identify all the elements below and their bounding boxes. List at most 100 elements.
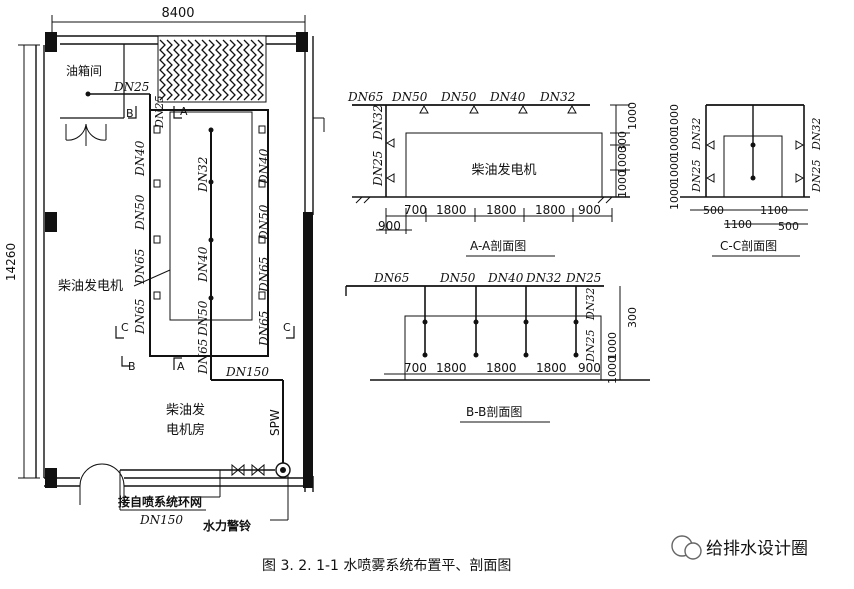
bb-bottom-dim: 700: [404, 361, 427, 375]
cc-left-dim: 1000: [668, 104, 681, 132]
bb-top-label: DN40: [487, 271, 524, 285]
cc-right-label: DN25: [810, 160, 823, 193]
label-dn50-right: DN50: [257, 204, 271, 241]
bb-vert-label: DN25: [584, 330, 597, 363]
watermark: 给排水设计圈: [671, 535, 808, 560]
column: [303, 212, 313, 232]
bb-generator-box: [404, 315, 602, 381]
cc-bottom-dim: 500: [703, 204, 724, 217]
column: [303, 468, 313, 488]
dn150-bottom-label: DN150: [139, 513, 183, 527]
side-nozzles: [153, 125, 266, 300]
bb-bottom-dim: 1800: [436, 361, 467, 375]
figure-caption: 图 3. 2. 1-1 水喷雾系统布置平、剖面图: [262, 558, 511, 574]
wall-right-thick: [303, 215, 313, 476]
label-dn25-vert: DN25: [153, 96, 166, 129]
cc-right-label: DN32: [810, 118, 823, 151]
bb-right-dim: 1000: [606, 332, 619, 360]
cc-side-nozzles: [705, 140, 805, 183]
label-dn32-mid: DN32: [196, 157, 210, 193]
bb-bottom-dim: 1800: [536, 361, 567, 375]
aa-generator-label: 柴油发电机: [471, 162, 536, 178]
aa-right-dim: 1000: [616, 146, 629, 174]
label-dn65-right-a: DN65: [257, 257, 271, 293]
cc-title: C-C剖面图: [720, 239, 777, 253]
column: [296, 32, 308, 52]
aa-bottom-dim: 900: [578, 203, 601, 217]
label-dn40-right: DN40: [257, 148, 271, 185]
alarm-valve-core: [280, 467, 286, 473]
cc-bottom-dim: 1100: [724, 218, 752, 231]
bb-top-label: DN50: [439, 271, 476, 285]
svg-text:C: C: [121, 321, 129, 334]
svg-text:B: B: [126, 107, 134, 120]
label-dn25: DN25: [113, 80, 149, 94]
column: [45, 212, 57, 232]
door-swing: [101, 463, 125, 487]
svg-text:A: A: [177, 360, 185, 373]
aa-bottom-dim: 1800: [486, 203, 517, 217]
aa-bottom-dim: 1800: [436, 203, 467, 217]
label-dn50-left: DN50: [133, 194, 147, 231]
column: [45, 468, 57, 488]
aa-left-label: DN32: [371, 105, 385, 141]
door-swing: [79, 463, 103, 487]
label-dn65-left-b: DN65: [133, 299, 147, 335]
aa-right-dim: 1000: [616, 170, 629, 198]
svg-text:C: C: [283, 321, 291, 334]
svg-text:A: A: [180, 105, 188, 118]
aa-bottom-dim: 1800: [535, 203, 566, 217]
bb-right-dim: 300: [626, 307, 639, 328]
door-swing: [65, 123, 87, 141]
door-swing: [85, 123, 107, 141]
cc-left-dim: 1000: [668, 156, 681, 184]
plan-view: 8400 14260: [4, 6, 325, 533]
section-aa: 柴油发电机 DN65 DN50 DN50 DN40 DN32 DN32 DN25…: [347, 90, 639, 257]
bb-title: B-B剖面图: [466, 405, 522, 419]
aa-generator-box: [405, 132, 603, 198]
aa-dim-ticks: [610, 104, 630, 171]
aa-top-label: DN32: [539, 90, 575, 104]
bb-nozzles: [422, 319, 579, 358]
label-dn150: DN150: [225, 365, 269, 379]
bb-bottom-dim: 1800: [486, 361, 517, 375]
aa-bottom-dim: 700: [404, 203, 427, 217]
check-valve-icon: [251, 463, 265, 477]
oil-room-door: [65, 124, 107, 146]
connect-label: 接自喷系统环网: [118, 494, 202, 509]
ground-hatch: [355, 196, 613, 204]
aa-top-label: DN40: [489, 90, 526, 104]
cc-bottom-dim: 1100: [760, 204, 788, 217]
label-dn65-mid: DN65: [196, 339, 210, 375]
room-label-2: 电机房: [166, 422, 205, 438]
wechat-icon: [684, 542, 702, 560]
radiator-grille: [157, 35, 267, 103]
aa-top-label: DN50: [440, 90, 477, 104]
dim-width-text: 8400: [161, 6, 194, 21]
aa-right-dim: 1000: [626, 102, 639, 130]
aa-top-label: DN65: [347, 90, 383, 104]
nozzle-dot: [85, 91, 91, 97]
label-dn40-left: DN40: [133, 140, 147, 177]
aa-top-label: DN50: [391, 90, 428, 104]
pipe-network: [90, 93, 289, 521]
label-dn65-right-b: DN65: [257, 311, 271, 347]
label-dn65-left-a: DN65: [133, 249, 147, 285]
aa-dim-ticks-bottom: [385, 208, 613, 234]
bb-right-dim: 1000: [606, 356, 619, 384]
centre-nozzles: [208, 127, 214, 301]
spw-label: SPW: [268, 409, 282, 436]
gate-valve-icon: [231, 463, 245, 477]
svg-text:B: B: [128, 360, 136, 373]
aa-left-label: DN25: [371, 151, 385, 187]
bb-top-label: DN65: [373, 271, 409, 285]
column: [45, 32, 57, 52]
section-cc: DN25 DN32 DN25 DN32 1000 1000 1000 1000 …: [668, 104, 823, 257]
cc-left-label: DN25: [690, 160, 703, 193]
aa-title: A-A剖面图: [470, 239, 526, 253]
alarm-label: 水力警铃: [203, 518, 252, 533]
generator-label: 柴油发电机: [58, 278, 123, 294]
bb-bottom-dim: 900: [578, 361, 601, 375]
